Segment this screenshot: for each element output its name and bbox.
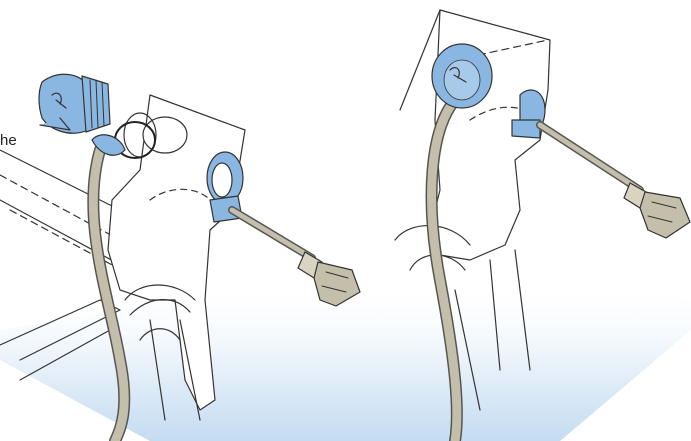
- left-connector-cap: [39, 74, 110, 133]
- callout-label: he: [0, 132, 17, 149]
- right-grommet-clip: [512, 120, 540, 138]
- chassis-line: [0, 175, 120, 240]
- left-cable-thin-fill: [232, 210, 312, 258]
- right-bracket-edge: [400, 10, 440, 110]
- right-connector-cap: [432, 44, 492, 108]
- chassis-line: [0, 150, 130, 215]
- right-cable-thin-fill: [540, 125, 640, 190]
- bracket-hole: [143, 117, 187, 153]
- right-end-connector: [624, 183, 690, 238]
